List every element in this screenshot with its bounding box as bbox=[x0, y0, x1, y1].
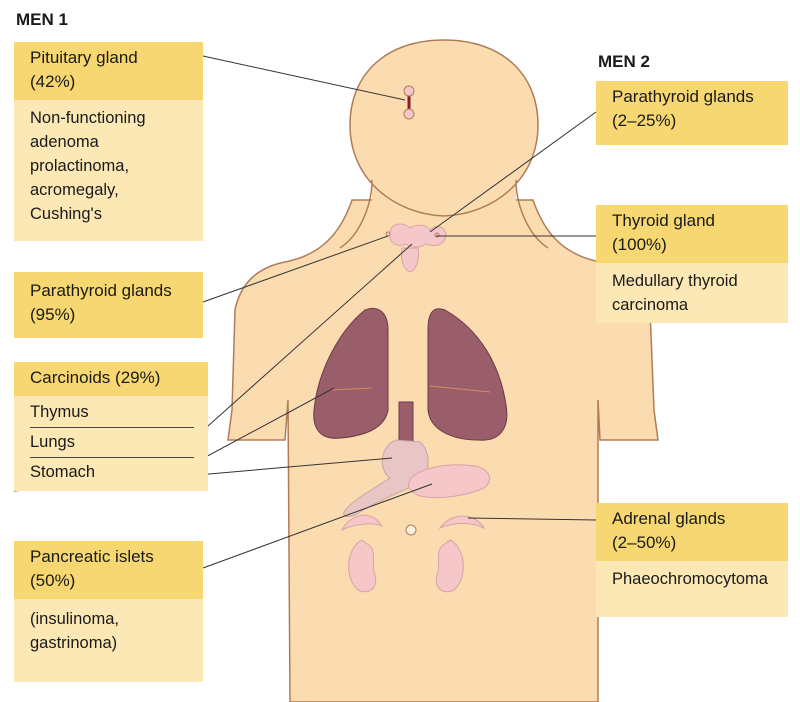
men2-thyroid-card: Thyroid gland (100%) Medullary thyroid c… bbox=[596, 205, 788, 323]
carcinoid-site-lungs: Lungs bbox=[30, 428, 194, 458]
card-header: Parathyroid glands (2–25%) bbox=[596, 81, 788, 145]
gland-name: Parathyroid glands bbox=[612, 87, 754, 106]
gland-name: Pancreatic islets bbox=[30, 547, 154, 566]
card-body: Medullary thyroid carcinoma bbox=[596, 263, 788, 323]
detail-line: acromegaly, bbox=[30, 181, 119, 199]
detail-line: (insulinoma, bbox=[30, 610, 119, 628]
card-header: Thyroid gland (100%) bbox=[596, 205, 788, 263]
gland-percentage: (95%) bbox=[30, 305, 76, 324]
kidney-right bbox=[435, 539, 464, 593]
lung-left bbox=[313, 307, 389, 439]
leader-pancreas bbox=[202, 483, 433, 569]
navel bbox=[405, 524, 417, 536]
card-body: Phaeochromocytoma bbox=[596, 561, 788, 617]
detail-line: carcinoma bbox=[612, 296, 689, 314]
gland-percentage: (42%) bbox=[30, 72, 76, 91]
men1-parathyroid-card: Parathyroid glands (95%) bbox=[14, 272, 203, 338]
thyroid-gland bbox=[389, 223, 447, 248]
neck-outline-right bbox=[515, 179, 549, 249]
leader-pituitary bbox=[202, 55, 406, 101]
pituitary-bottom bbox=[403, 108, 415, 120]
gland-percentage: (2–50%) bbox=[612, 533, 677, 552]
larynx bbox=[401, 247, 419, 273]
card-body: Non-functioning adenoma prolactinoma, ac… bbox=[14, 100, 203, 241]
pituitary-top bbox=[403, 85, 415, 97]
leader-men2-parathyroid bbox=[429, 111, 597, 233]
detail-line: gastrinoma) bbox=[30, 634, 118, 652]
gland-name: Carcinoids (29%) bbox=[30, 368, 161, 387]
gland-name: Thyroid gland bbox=[612, 211, 716, 230]
lung-right bbox=[427, 308, 508, 441]
gland-percentage: (2–25%) bbox=[612, 111, 677, 130]
gland-percentage: (50%) bbox=[30, 571, 76, 590]
lung-fissure-left bbox=[329, 387, 373, 391]
card-body: (insulinoma, gastrinoma) bbox=[14, 599, 203, 682]
gland-name: Parathyroid glands bbox=[30, 281, 172, 300]
detail-line: prolactinoma, bbox=[30, 157, 130, 175]
men1-title: MEN 1 bbox=[16, 10, 68, 29]
detail-line: Non-functioning bbox=[30, 109, 146, 127]
card-header: Adrenal glands (2–50%) bbox=[596, 503, 788, 561]
men1-carcinoids-card: Carcinoids (29%) Thymus Lungs Stomach bbox=[14, 362, 208, 491]
detail-line: adenoma bbox=[30, 133, 99, 151]
head bbox=[349, 39, 539, 217]
men2-adrenal-card: Adrenal glands (2–50%) Phaeochromocytoma bbox=[596, 503, 788, 617]
oesophagus bbox=[398, 401, 414, 443]
gland-name: Pituitary gland bbox=[30, 48, 138, 67]
card-header: Pancreatic islets (50%) bbox=[14, 541, 203, 599]
card-header: Carcinoids (29%) bbox=[14, 362, 208, 396]
kidney-left bbox=[348, 539, 377, 593]
neck-outline-left bbox=[339, 179, 373, 249]
leader-adrenal bbox=[467, 517, 597, 521]
men1-pituitary-card: Pituitary gland (42%) Non-functioning ad… bbox=[14, 42, 203, 241]
parathyroid-dot-left bbox=[385, 231, 391, 237]
adrenal-left bbox=[340, 514, 384, 532]
pancreas bbox=[407, 464, 491, 499]
men2-parathyroid-card: Parathyroid glands (2–25%) bbox=[596, 81, 788, 145]
gland-percentage: (100%) bbox=[612, 235, 667, 254]
detail-line: Cushing's bbox=[30, 205, 102, 223]
detail-line: Medullary thyroid bbox=[612, 272, 738, 290]
leader-men1-parathyroid bbox=[202, 235, 389, 303]
card-header: Pituitary gland (42%) bbox=[14, 42, 203, 100]
carcinoid-site-thymus: Thymus bbox=[30, 398, 194, 428]
men1-pancreatic-card: Pancreatic islets (50%) (insulinoma, gas… bbox=[14, 541, 203, 682]
gland-name: Adrenal glands bbox=[612, 509, 726, 528]
men2-title: MEN 2 bbox=[598, 52, 650, 71]
detail-line: Phaeochromocytoma bbox=[612, 570, 768, 588]
card-body: Thymus Lungs Stomach bbox=[14, 396, 208, 491]
carcinoid-site-stomach: Stomach bbox=[30, 463, 96, 481]
torso-silhouette bbox=[227, 199, 659, 702]
card-header: Parathyroid glands (95%) bbox=[14, 272, 203, 338]
adrenal-right bbox=[438, 515, 486, 530]
lung-fissure-right bbox=[429, 385, 491, 393]
